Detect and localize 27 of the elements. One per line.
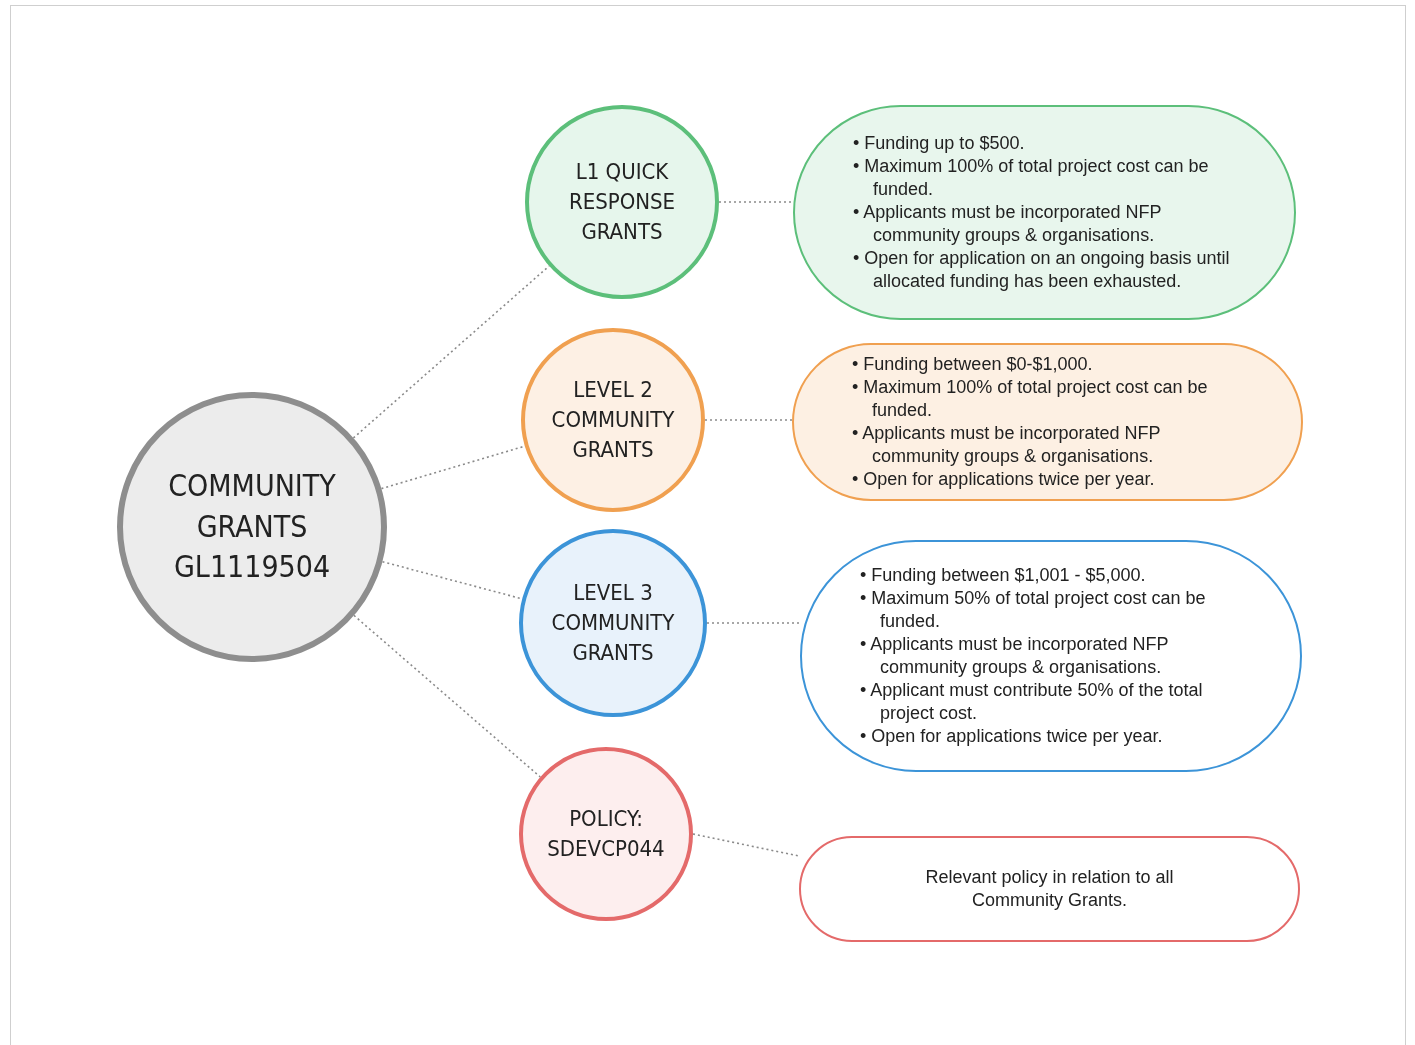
node-title: L1 QUICK RESPONSE GRANTS	[567, 158, 677, 246]
dotted-connector	[704, 419, 793, 421]
bullet-item: • Funding between $0-$1,000.	[852, 352, 1094, 376]
node-title: LEVEL 2 COMMUNITY GRANTS	[550, 376, 676, 464]
bullet-item: • Open for applications twice per year.	[860, 725, 1164, 749]
bullet-item: • Maximum 100% of total project cost can be funded.	[852, 375, 1209, 422]
bullet-item: • Applicants must be incorporated NFP community groups & organisations.	[852, 422, 1162, 469]
description-text: Relevant policy in relation to all Community Grants.	[924, 865, 1175, 912]
dotted-connector	[718, 201, 794, 203]
bullet-item: • Open for application on an ongoing basis until allocated funding has been exhausted.	[853, 247, 1231, 294]
bullet-item: • Funding between $1,001 - $5,000.	[860, 563, 1147, 587]
dotted-connector	[381, 560, 523, 600]
bullet-item: • Applicants must be incorporated NFP community groups & organisations.	[853, 201, 1163, 247]
node-title: LEVEL 3 COMMUNITY GRANTS	[550, 579, 676, 667]
dotted-connector	[692, 833, 800, 857]
dotted-connector	[352, 265, 550, 439]
dotted-connector	[380, 445, 526, 490]
node-title: POLICY: SDEVCP044	[546, 805, 666, 863]
bullet-item: • Maximum 100% of total project cost can be funded.	[853, 154, 1210, 201]
bullet-item: • Applicants must be incorporated NFP community groups & organisations.	[860, 632, 1170, 679]
bullet-item: • Funding up to $500.	[853, 131, 1026, 155]
node-title: COMMUNITY GRANTS GL1119504	[167, 466, 337, 587]
bullet-item: • Applicant must contribute 50% of the total project cost.	[860, 679, 1204, 726]
bullet-item: • Open for applications twice per year.	[852, 468, 1156, 492]
dotted-connector	[706, 622, 801, 624]
dotted-connector	[353, 614, 542, 778]
bullet-item: • Maximum 50% of total project cost can be funded.	[860, 586, 1207, 633]
